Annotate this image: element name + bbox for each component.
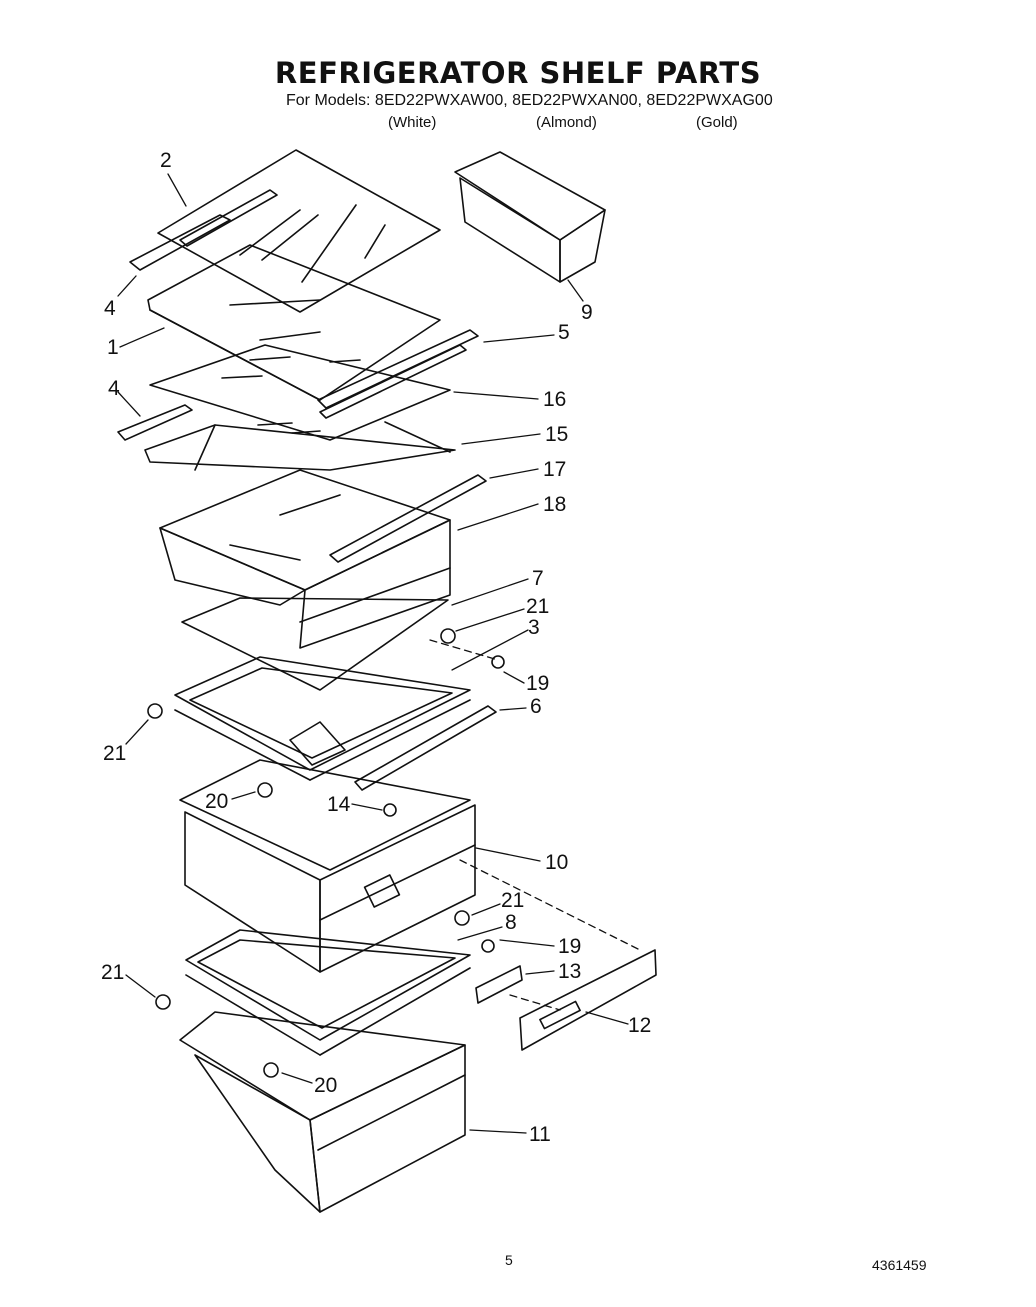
glass-shelf-top bbox=[158, 150, 440, 312]
callout-18: 18 bbox=[543, 493, 567, 516]
crisper-cover-frame bbox=[175, 657, 470, 780]
callout-21-c: 21 bbox=[501, 889, 525, 912]
bottom-drawer bbox=[180, 1012, 465, 1212]
callout-11: 11 bbox=[529, 1123, 551, 1146]
trim-strip-lower bbox=[118, 405, 192, 440]
callout-20-a: 20 bbox=[205, 790, 229, 813]
callout-4-upper: 4 bbox=[104, 297, 116, 320]
callout-6: 6 bbox=[530, 695, 542, 718]
callout-19-b: 19 bbox=[558, 935, 582, 958]
strip-17 bbox=[330, 475, 486, 562]
glass-shelf-lower bbox=[186, 930, 470, 1055]
callout-19-a: 19 bbox=[526, 672, 550, 695]
fastener-clips bbox=[148, 629, 504, 1077]
finish-almond-label: (Almond) bbox=[536, 114, 597, 131]
callout-12: 12 bbox=[628, 1014, 652, 1037]
callout-8: 8 bbox=[505, 911, 517, 934]
finish-white-label: (White) bbox=[388, 114, 437, 131]
page-title: REFRIGERATOR SHELF PARTS bbox=[274, 56, 762, 90]
callout-21-b: 21 bbox=[103, 742, 127, 765]
door-bin bbox=[455, 152, 605, 282]
callout-2: 2 bbox=[160, 149, 172, 172]
callout-21-a: 21 bbox=[526, 595, 550, 618]
shelf-frame-lower bbox=[145, 425, 455, 470]
callout-17: 17 bbox=[543, 458, 567, 481]
callout-10: 10 bbox=[545, 851, 569, 874]
callout-9: 9 bbox=[581, 301, 593, 324]
shelf-frame-upper bbox=[148, 245, 440, 400]
callout-21-d: 21 bbox=[101, 961, 125, 984]
finish-gold-label: (Gold) bbox=[696, 114, 738, 131]
crisper-pan-upper bbox=[160, 470, 450, 648]
document-number: 4361459 bbox=[872, 1257, 927, 1273]
leader-lines bbox=[118, 174, 640, 1133]
callout-7: 7 bbox=[532, 567, 544, 590]
glass-shelf-middle bbox=[182, 598, 448, 690]
page-number: 5 bbox=[505, 1252, 513, 1268]
front-rail-lower bbox=[320, 345, 466, 418]
crisper-drawer bbox=[180, 760, 475, 972]
strip-6 bbox=[355, 706, 496, 790]
callout-4-lower: 4 bbox=[108, 377, 120, 400]
callout-5: 5 bbox=[558, 321, 570, 344]
clip-13 bbox=[476, 966, 522, 1003]
glass-insert bbox=[150, 345, 450, 440]
front-panel bbox=[520, 950, 656, 1050]
models-line: For Models: 8ED22PWXAW00, 8ED22PWXAN00, … bbox=[286, 92, 773, 109]
callout-15: 15 bbox=[545, 423, 569, 446]
callout-3: 3 bbox=[528, 616, 540, 639]
callout-14: 14 bbox=[327, 793, 351, 816]
callout-20-b: 20 bbox=[314, 1074, 338, 1097]
front-rail bbox=[318, 330, 478, 408]
callout-13: 13 bbox=[558, 960, 582, 983]
callout-1: 1 bbox=[107, 336, 119, 359]
callout-16: 16 bbox=[543, 388, 567, 411]
trim-strip-upper bbox=[130, 215, 230, 270]
